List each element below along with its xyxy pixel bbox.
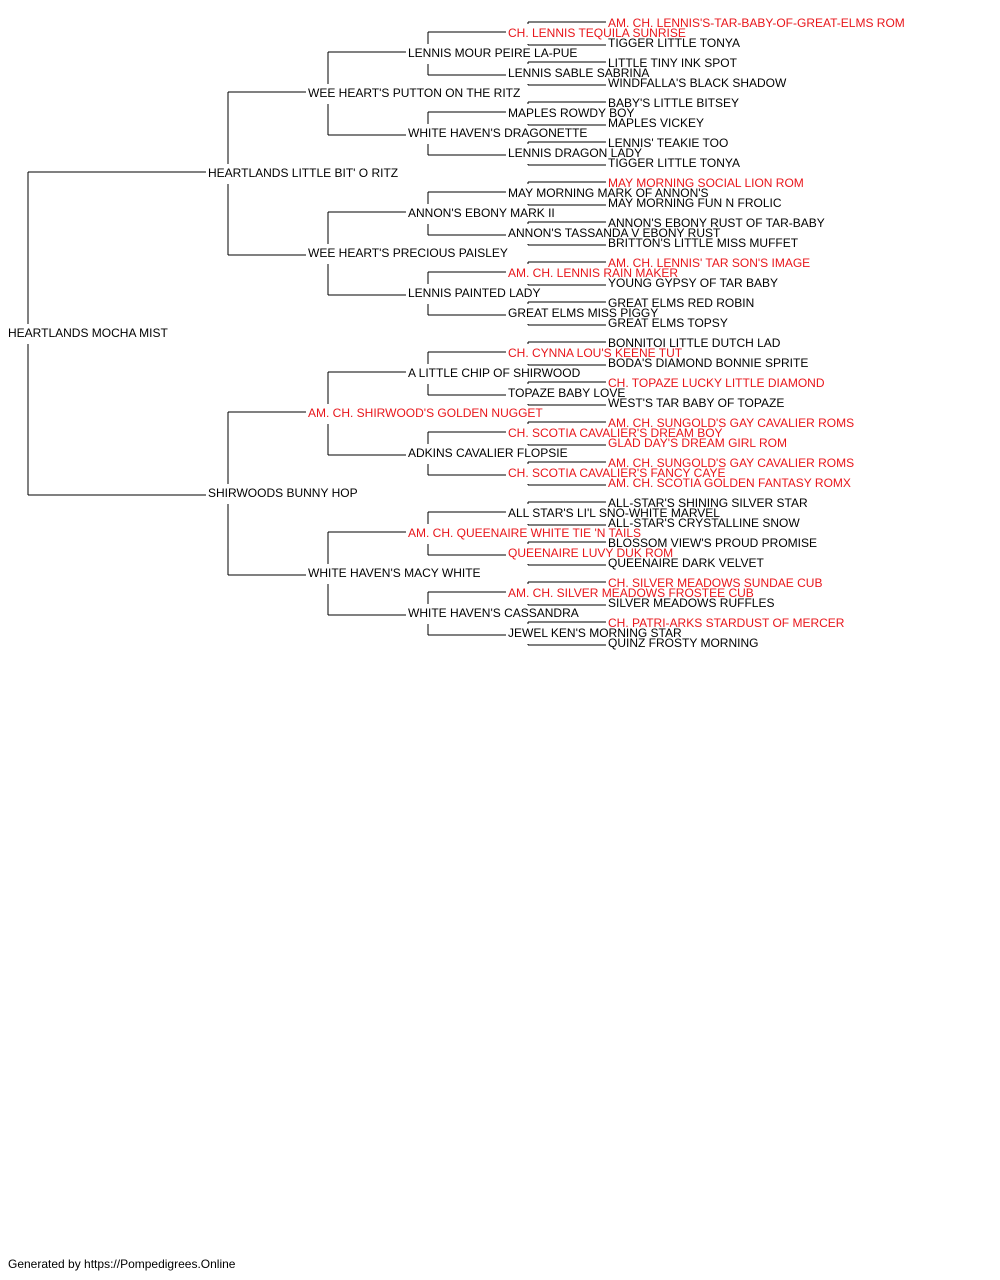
- gen5-ancestor-name: ALL-STAR'S SHINING SILVER STAR: [608, 496, 808, 510]
- great-grandparent-name: ADKINS CAVALIER FLOPSIE: [408, 446, 568, 460]
- gen4-ancestor-name: QUEENAIRE LUVY DUK ROM: [508, 546, 673, 560]
- gen5-ancestor-name: QUEENAIRE DARK VELVET: [608, 556, 764, 570]
- gen4-ancestor-name: GREAT ELMS MISS PIGGY: [508, 306, 658, 320]
- gen5-ancestor-name: TIGGER LITTLE TONYA: [608, 156, 740, 170]
- gen4-ancestor-name: TOPAZE BABY LOVE: [508, 386, 625, 400]
- gen4-ancestor-name: MAPLES ROWDY BOY: [508, 106, 634, 120]
- gen5-ancestor-name: SILVER MEADOWS RUFFLES: [608, 596, 774, 610]
- grandparent-name: AM. CH. SHIRWOOD'S GOLDEN NUGGET: [308, 406, 543, 420]
- gen5-ancestor-name: WINDFALLA'S BLACK SHADOW: [608, 76, 787, 90]
- gen5-ancestor-name: GREAT ELMS TOPSY: [608, 316, 728, 330]
- gen5-ancestor-name: BABY'S LITTLE BITSEY: [608, 96, 739, 110]
- gen4-ancestor-name: CH. CYNNA LOU'S KEENE TUT: [508, 346, 683, 360]
- pedigree-labels: HEARTLANDS MOCHA MIST HEARTLANDS LITTLE B…: [8, 16, 905, 650]
- parent-name: SHIRWOODS BUNNY HOP: [208, 486, 358, 500]
- great-grandparent-name: ANNON'S EBONY MARK II: [408, 206, 555, 220]
- grandparent-name: WHITE HAVEN'S MACY WHITE: [308, 566, 481, 580]
- pedigree-connectors: [27, 21, 606, 646]
- gen5-ancestor-name: WEST'S TAR BABY OF TOPAZE: [608, 396, 784, 410]
- gen5-ancestor-name: LITTLE TINY INK SPOT: [608, 56, 738, 70]
- gen5-ancestor-name: BODA'S DIAMOND BONNIE SPRITE: [608, 356, 808, 370]
- gen5-ancestor-name: AM. CH. SUNGOLD'S GAY CAVALIER ROMS: [608, 456, 854, 470]
- gen4-ancestor-name: LENNIS SABLE SABRINA: [508, 66, 649, 80]
- great-grandparent-name: AM. CH. QUEENAIRE WHITE TIE 'N TAILS: [408, 526, 641, 540]
- gen5-ancestor-name: MAPLES VICKEY: [608, 116, 704, 130]
- gen5-ancestor-name: BRITTON'S LITTLE MISS MUFFET: [608, 236, 799, 250]
- gen4-ancestor-name: ALL STAR'S LI'L SNO-WHITE MARVEL: [508, 506, 720, 520]
- gen5-ancestor-name: BONNITOI LITTLE DUTCH LAD: [608, 336, 781, 350]
- gen5-ancestor-name: CH. PATRI-ARKS STARDUST OF MERCER: [608, 616, 845, 630]
- gen5-ancestor-name: AM. CH. LENNIS' TAR SON'S IMAGE: [608, 256, 810, 270]
- gen5-ancestor-name: MAY MORNING SOCIAL LION ROM: [608, 176, 804, 190]
- gen5-ancestor-name: CH. TOPAZE LUCKY LITTLE DIAMOND: [608, 376, 825, 390]
- subject-name: HEARTLANDS MOCHA MIST: [8, 326, 168, 340]
- gen4-ancestor-name: AM. CH. LENNIS RAIN MAKER: [508, 266, 678, 280]
- gen4-ancestor-name: CH. SCOTIA CAVALIER'S FANCY CAYE: [508, 466, 725, 480]
- gen4-ancestor-name: CH. LENNIS TEQUILA SUNRISE: [508, 26, 686, 40]
- gen5-ancestor-name: LENNIS' TEAKIE TOO: [608, 136, 728, 150]
- great-grandparent-name: A LITTLE CHIP OF SHIRWOOD: [408, 366, 581, 380]
- gen4-ancestor-name: LENNIS DRAGON LADY: [508, 146, 642, 160]
- gen5-ancestor-name: BLOSSOM VIEW'S PROUD PROMISE: [608, 536, 817, 550]
- great-grandparent-name: WHITE HAVEN'S DRAGONETTE: [408, 126, 587, 140]
- great-grandparent-name: LENNIS MOUR PEIRE LA-PUE: [408, 46, 577, 60]
- parent-name: HEARTLANDS LITTLE BIT' O RITZ: [208, 166, 398, 180]
- gen5-ancestor-name: YOUNG GYPSY OF TAR BABY: [608, 276, 778, 290]
- gen5-ancestor-name: AM. CH. SCOTIA GOLDEN FANTASY ROMX: [608, 476, 851, 490]
- gen5-ancestor-name: TIGGER LITTLE TONYA: [608, 36, 740, 50]
- gen5-ancestor-name: GREAT ELMS RED ROBIN: [608, 296, 754, 310]
- great-grandparent-name: WHITE HAVEN'S CASSANDRA: [408, 606, 579, 620]
- grandparent-name: WEE HEART'S PRECIOUS PAISLEY: [308, 246, 508, 260]
- gen4-ancestor-name: AM. CH. SILVER MEADOWS FROSTEE CUB: [508, 586, 754, 600]
- grandparent-name: WEE HEART'S PUTTON ON THE RITZ: [308, 86, 520, 100]
- gen4-ancestor-name: MAY MORNING MARK OF ANNON'S: [508, 186, 709, 200]
- gen5-ancestor-name: ANNON'S EBONY RUST OF TAR-BABY: [608, 216, 825, 230]
- gen5-ancestor-name: AM. CH. SUNGOLD'S GAY CAVALIER ROMS: [608, 416, 854, 430]
- gen5-ancestor-name: GLAD DAY'S DREAM GIRL ROM: [608, 436, 787, 450]
- gen4-ancestor-name: ANNON'S TASSANDA V EBONY RUST: [508, 226, 721, 240]
- gen4-ancestor-name: CH. SCOTIA CAVALIER'S DREAM BOY: [508, 426, 723, 440]
- gen5-ancestor-name: AM. CH. LENNIS'S-TAR-BABY-OF-GREAT-ELMS …: [608, 16, 905, 30]
- gen4-ancestor-name: JEWEL KEN'S MORNING STAR: [508, 626, 682, 640]
- great-grandparent-name: LENNIS PAINTED LADY: [408, 286, 540, 300]
- gen5-ancestor-name: ALL-STAR'S CRYSTALLINE SNOW: [608, 516, 800, 530]
- gen5-ancestor-name: CH. SILVER MEADOWS SUNDAE CUB: [608, 576, 822, 590]
- footer-credit: Generated by https://Pompedigrees.Online: [8, 1257, 236, 1271]
- gen5-ancestor-name: MAY MORNING FUN N FROLIC: [608, 196, 782, 210]
- gen5-ancestor-name: QUINZ FROSTY MORNING: [608, 636, 758, 650]
